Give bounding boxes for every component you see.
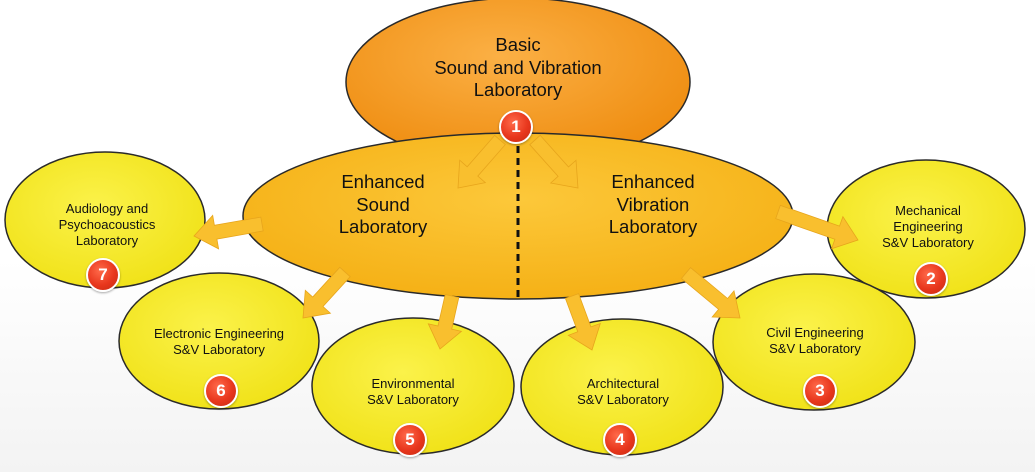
enhanced-sound-line3: Laboratory <box>338 216 428 238</box>
environmental-line1: Environmental <box>371 376 455 392</box>
electronic-lab-label: Electronic Engineering S&V Laboratory <box>154 326 284 358</box>
enhanced-vibration-line1: Enhanced <box>611 171 695 193</box>
enhanced-vibration-line3: Laboratory <box>608 216 698 238</box>
basic-lab-line2: Sound and Vibration <box>434 56 602 78</box>
basic-lab-line3: Laboratory <box>473 79 563 101</box>
architectural-line2: S&V Laboratory <box>577 392 669 407</box>
enhanced-lab-ellipse <box>242 132 794 300</box>
lab-ellipse-electronic <box>118 272 320 410</box>
arrows-layer <box>193 134 859 351</box>
mechanical-line1: Mechanical <box>895 203 961 219</box>
arrow-to-enhanced-sound <box>457 134 506 189</box>
lab-ellipse-civil <box>712 273 916 411</box>
enhanced-sound-line2: Sound <box>356 193 410 215</box>
basic-lab-label: Basic Sound and Vibration Laboratory <box>434 34 601 102</box>
electronic-line2: S&V Laboratory <box>173 342 265 357</box>
audiology-line2: Psychoacoustics <box>58 217 156 233</box>
arrow-to-audiology <box>193 214 264 250</box>
enhanced-sound-line1: Enhanced <box>341 171 425 193</box>
electronic-line1: Electronic Engineering <box>153 326 285 342</box>
audiology-lab-label: Audiology and Psychoacoustics Laboratory <box>59 201 156 249</box>
badge-1: 1 <box>499 110 533 144</box>
civil-line1: Civil Engineering <box>766 325 864 341</box>
architectural-lab-label: Architectural S&V Laboratory <box>577 376 669 408</box>
enhanced-vibration-line2: Vibration <box>616 193 690 215</box>
arrow-to-enhanced-vibration <box>529 134 579 189</box>
environmental-lab-label: Environmental S&V Laboratory <box>367 376 459 408</box>
environmental-line2: S&V Laboratory <box>367 392 459 407</box>
mechanical-line3: S&V Laboratory <box>882 234 974 250</box>
arrow-to-environmental <box>427 294 463 350</box>
arrow-to-mechanical <box>775 204 859 250</box>
badge-7: 7 <box>86 258 120 292</box>
audiology-line3: Laboratory <box>75 232 139 248</box>
badge-3: 3 <box>803 374 837 408</box>
badge-6: 6 <box>204 374 238 408</box>
enhanced-sound-label: Enhanced Sound Laboratory <box>339 171 427 239</box>
architectural-line1: Architectural <box>586 376 660 392</box>
arrow-to-civil <box>680 267 741 319</box>
civil-line2: S&V Laboratory <box>769 341 861 356</box>
mechanical-line2: Engineering <box>893 219 963 235</box>
badge-5: 5 <box>393 423 427 457</box>
arrow-to-architectural <box>564 293 601 351</box>
audiology-line1: Audiology and <box>65 201 149 217</box>
badge-2: 2 <box>914 262 948 296</box>
enhanced-vibration-label: Enhanced Vibration Laboratory <box>609 171 697 239</box>
basic-lab-line1: Basic <box>495 34 541 56</box>
badge-4: 4 <box>603 423 637 457</box>
civil-lab-label: Civil Engineering S&V Laboratory <box>766 325 864 357</box>
mechanical-lab-label: Mechanical Engineering S&V Laboratory <box>882 203 974 251</box>
arrow-to-electronic <box>302 266 351 319</box>
